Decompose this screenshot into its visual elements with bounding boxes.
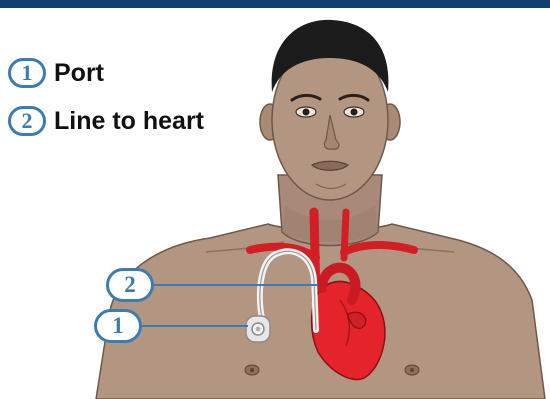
left-nipple-center xyxy=(250,368,254,372)
legend-number-1: 1 xyxy=(8,58,46,88)
right-nipple-center xyxy=(410,368,414,372)
legend-item-port: 1 Port xyxy=(8,58,204,88)
legend-number-2: 2 xyxy=(8,106,46,136)
left-pupil xyxy=(303,109,310,116)
legend-label-line-to-heart: Line to heart xyxy=(54,107,204,136)
callout-number-1: 1 xyxy=(94,309,142,343)
legend-item-line-to-heart: 2 Line to heart xyxy=(8,106,204,136)
legend: 1 Port 2 Line to heart xyxy=(8,58,204,154)
legend-label-port: Port xyxy=(54,59,104,88)
callout-number-2: 2 xyxy=(106,268,154,302)
port-center xyxy=(256,327,261,332)
right-pupil xyxy=(351,109,358,116)
